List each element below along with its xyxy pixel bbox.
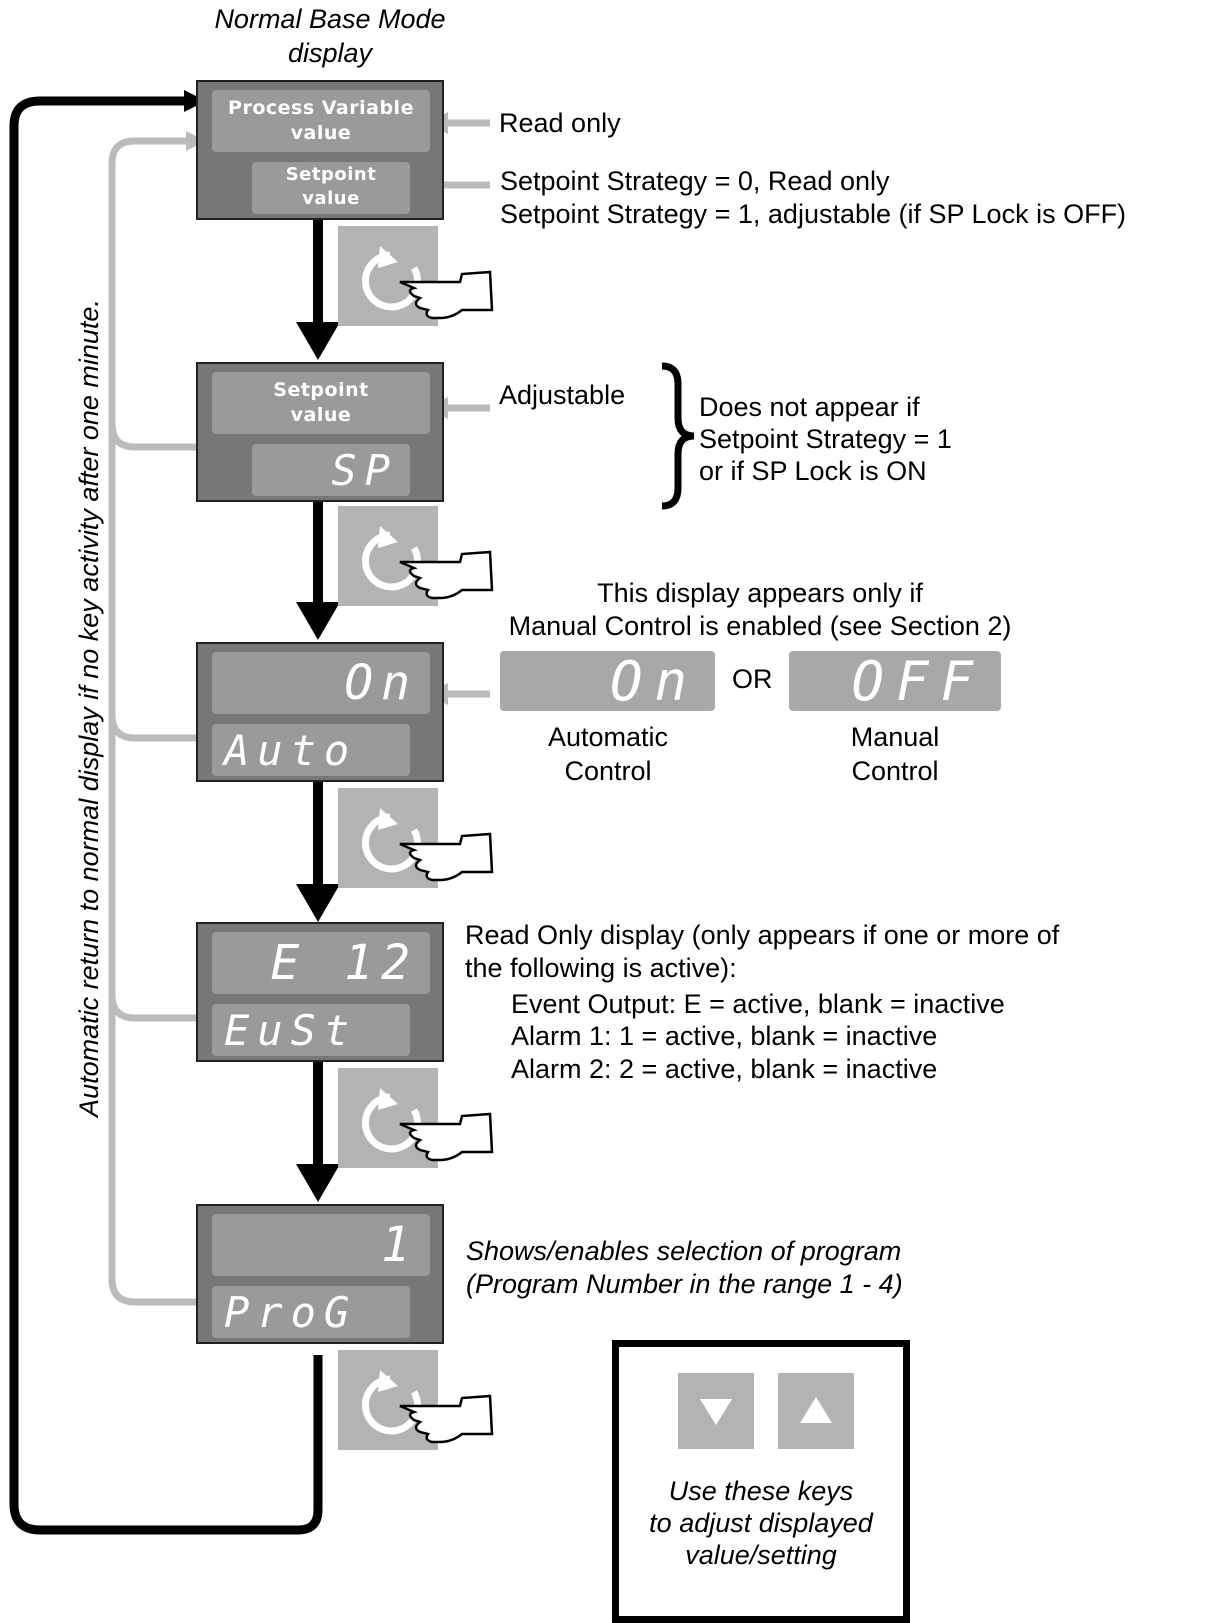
alarm-1-note: Alarm 1: 1 = active, blank = inactive (511, 1021, 938, 1051)
program-number-window: 1 (212, 1214, 430, 1276)
key-box-line-2: to adjust displayed (649, 1508, 873, 1538)
auto-window: Auto (212, 724, 410, 776)
cycle-arrowhead-icon (378, 246, 398, 268)
key-box-line-1: Use these keys (668, 1476, 854, 1506)
pointing-hand-icon (399, 270, 494, 1444)
cycle-arrowhead-icon (378, 808, 398, 830)
brace-icon (661, 362, 695, 510)
automatic-line-1: Automatic (547, 722, 669, 752)
not-appear-line-2: Setpoint Strategy = 1 (699, 424, 952, 454)
header-line-2: display (287, 38, 373, 68)
process-variable-window: Process Variable value (212, 90, 430, 152)
setpoint-value-label: Setpoint value (273, 379, 369, 426)
event-output-note: Event Output: E = active, blank = inacti… (511, 989, 1005, 1019)
up-arrow-key-button[interactable] (778, 1373, 854, 1449)
read-only-display-line-2: the following is active): (465, 953, 737, 983)
on-window: On (212, 652, 430, 714)
cycle-arrowhead-icon (378, 1370, 398, 1392)
manual-line-2: Control (851, 756, 939, 786)
option-on-value: On (609, 649, 699, 713)
or-label: OR (732, 664, 773, 694)
key-box-text: Use these keys to adjust displayed value… (619, 1475, 903, 1571)
display-panel-event-status: E 12 EuSt (196, 922, 444, 1062)
strategy-1-note: Setpoint Strategy = 1, adjustable (if SP… (500, 199, 1127, 229)
setpoint-window: Setpoint value (252, 162, 410, 214)
on-value: On (344, 655, 418, 711)
program-note-line-1: Shows/enables selection of program (466, 1236, 902, 1266)
adjust-keys-box: Use these keys to adjust displayed value… (612, 1340, 910, 1623)
down-arrow-key-icon (700, 1399, 732, 1425)
program-number-value: 1 (381, 1217, 418, 1273)
prog-window: ProG (212, 1286, 410, 1338)
eust-mnemonic: EuSt (224, 1005, 358, 1055)
read-only-display-line-1: Read Only display (only appears if one o… (465, 920, 1060, 950)
automatic-line-2: Control (564, 756, 652, 786)
process-variable-label: Process Variable value (228, 97, 414, 144)
auto-mnemonic: Auto (224, 725, 358, 775)
prog-mnemonic: ProG (224, 1287, 358, 1337)
header-title: Normal Base Mode display (170, 2, 490, 70)
manual-line-1: Manual (850, 722, 940, 752)
cycle-arrowhead-icon (378, 1088, 398, 1110)
alarm-2-note: Alarm 2: 2 = active, blank = inactive (511, 1054, 938, 1084)
strategy-0-note: Setpoint Strategy = 0, Read only (500, 166, 890, 196)
down-arrow-key-button[interactable] (678, 1373, 754, 1449)
flow-arrowhead (296, 1164, 340, 1202)
header-line-1: Normal Base Mode (214, 4, 446, 34)
setpoint-label: Setpoint value (285, 164, 377, 209)
option-off-value: OFF (851, 649, 985, 713)
flow-arrowhead (296, 602, 340, 640)
manual-note-line-1: This display appears only if (597, 578, 923, 608)
display-panel-auto: On Auto (196, 642, 444, 782)
return-loop-arrowhead (184, 90, 206, 112)
not-appear-line-3: or if SP Lock is ON (699, 456, 927, 486)
option-off-display: OFF (789, 649, 1001, 713)
display-panel-program: 1 ProG (196, 1204, 444, 1344)
read-only-note: Read only (499, 108, 621, 138)
automatic-control-label: Automatic Control (508, 720, 708, 788)
sp-mnemonic: SP (331, 445, 398, 495)
adjustable-note: Adjustable (499, 380, 626, 410)
not-appear-line-1: Does not appear if (699, 392, 920, 422)
e12-window: E 12 (212, 932, 430, 994)
flow-arrowhead (296, 322, 340, 360)
return-loop-line (9, 96, 323, 1535)
sp-window: SP (252, 444, 410, 496)
option-on-display: On (500, 649, 715, 713)
manual-control-label: Manual Control (795, 720, 995, 788)
setpoint-value-window: Setpoint value (212, 372, 430, 434)
cycle-arrowhead-icon (378, 526, 398, 548)
eust-window: EuSt (212, 1004, 410, 1056)
display-panel-normal: Process Variable value Setpoint value (196, 80, 444, 220)
up-arrow-key-icon (800, 1397, 832, 1423)
display-panel-setpoint: Setpoint value SP (196, 362, 444, 502)
program-note-line-2: (Program Number in the range 1 - 4) (466, 1269, 903, 1299)
gray-return-line (108, 137, 200, 451)
gray-return-line (108, 995, 200, 1306)
manual-note-line-2: Manual Control is enabled (see Section 2… (508, 611, 1012, 641)
key-box-line-3: value/setting (685, 1540, 837, 1570)
flow-arrowhead (296, 884, 340, 922)
e12-value: E 12 (270, 935, 418, 991)
